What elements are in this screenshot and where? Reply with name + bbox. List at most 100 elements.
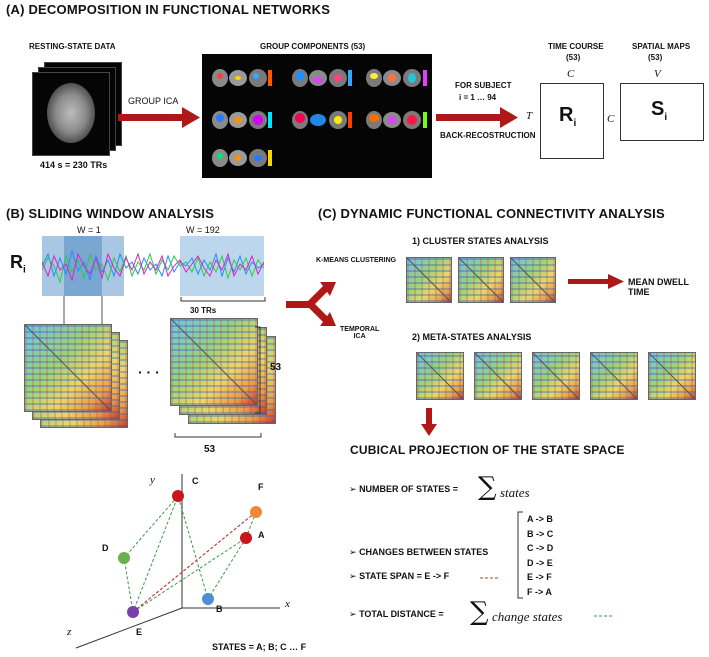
transitions-list: A -> B B -> C C -> D D -> E E -> F F -> … (527, 512, 553, 599)
number-of-states-label: NUMBER OF STATES = (359, 484, 458, 494)
state-point-c (172, 490, 184, 502)
resting-state-stack (32, 62, 122, 157)
r-matrix-box: Ri (540, 83, 604, 159)
total-distance-row: ➢ TOTAL DISTANCE = (349, 609, 444, 620)
arrow-back-reconstruction (436, 107, 518, 128)
correlation-matrix-last (170, 318, 258, 406)
v-dimension-top: V (654, 68, 661, 80)
number-of-states-row: ➢ NUMBER OF STATES = (349, 484, 458, 495)
cluster-state-matrix (458, 257, 504, 303)
group-ica-label: GROUP ICA (128, 96, 179, 106)
kmeans-label: K-MEANS CLUSTERING (316, 257, 397, 264)
x-axis-label: x (285, 598, 290, 610)
section-b-title: (B) SLIDING WINDOW ANALYSIS (6, 206, 215, 221)
sigma-icon: ∑ (478, 472, 497, 502)
arrow-group-ica (118, 107, 200, 128)
state-label-a: A (258, 530, 265, 540)
cluster-state-matrix (510, 257, 556, 303)
time-series-plot (42, 249, 264, 284)
dim-brace-right (255, 326, 261, 414)
trs-brace (180, 297, 266, 302)
group-components-label: GROUP COMPONENTS (53) (260, 42, 366, 51)
state-label-d: D (102, 543, 109, 553)
ellipsis: · · · (138, 364, 160, 380)
dim-right-label: 53 (270, 362, 282, 373)
meta-state-matrix (416, 352, 464, 400)
for-subject-label: FOR SUBJECT (455, 81, 512, 90)
time-course-count: (53) (566, 53, 581, 62)
meta-state-matrix (590, 352, 638, 400)
window-start-label: W = 1 (77, 225, 101, 235)
subject-range-label: i = 1 … 94 (459, 93, 497, 102)
changes-between-states-row: ➢ CHANGES BETWEEN STATES (349, 547, 488, 558)
back-reconstruction-label: BACK-RECOSTRUCTION (440, 131, 536, 140)
cubical-projection-title: CUBICAL PROJECTION OF THE STATE SPACE (350, 443, 625, 457)
arrow-dwell-time (568, 274, 624, 289)
time-course-label: TIME COURSE (548, 42, 604, 51)
c-dimension-top: C (567, 68, 575, 80)
bullet-arrow-icon: ➢ (349, 609, 357, 619)
red-dash-legend (480, 577, 498, 579)
sum-states-text: states (500, 485, 530, 500)
temporal-ica-label: TEMPORAL ICA (340, 326, 380, 340)
green-dash-legend (594, 615, 614, 617)
state-label-f: F (258, 482, 264, 492)
spatial-maps-label: SPATIAL MAPS (632, 42, 691, 51)
s-matrix-box: Si (620, 83, 704, 141)
cluster-states-matrices (406, 257, 556, 303)
z-axis-label: z (67, 626, 72, 638)
state-label-c: C (192, 476, 199, 486)
component-maps (212, 69, 427, 167)
total-distance-label: TOTAL DISTANCE = (359, 609, 444, 619)
split-arrow (286, 282, 336, 326)
ri-label: Ri (10, 252, 26, 276)
window-end-label: W = 192 (186, 225, 220, 235)
y-axis-label: y (150, 474, 155, 486)
r-matrix-subscript: i (573, 118, 577, 129)
state-label-b: B (216, 604, 223, 614)
dim-bottom-label: 53 (204, 444, 216, 455)
ri-letter: R (10, 252, 23, 272)
correlation-matrix (24, 324, 112, 412)
r-matrix-label: R (559, 104, 574, 126)
window-connector (63, 296, 103, 326)
meta-states-matrices (416, 352, 702, 400)
state-span-label: STATE SPAN = E -> F (359, 571, 450, 581)
meta-state-matrix (474, 352, 522, 400)
mean-dwell-time-label: MEAN DWELL TIME (628, 277, 689, 297)
state-point-a (240, 532, 252, 544)
meta-state-matrix (532, 352, 580, 400)
sigma-icon: ∑ (470, 597, 489, 627)
cluster-state-matrix (406, 257, 452, 303)
dim-brace-bottom (174, 433, 262, 438)
state-point-e (127, 606, 139, 618)
cluster-states-title: 1) CLUSTER STATES ANALYSIS (412, 236, 549, 246)
transition-item: D -> E (527, 557, 553, 568)
bullet-arrow-icon: ➢ (349, 484, 357, 494)
resting-state-caption: 414 s = 230 TRs (40, 160, 108, 170)
transition-item: A -> B (527, 514, 553, 524)
meta-states-title: 2) META-STATES ANALYSIS (412, 332, 532, 342)
bullet-arrow-icon: ➢ (349, 547, 357, 557)
transition-item: C -> D (527, 543, 554, 553)
changes-between-states-label: CHANGES BETWEEN STATES (359, 547, 489, 557)
transition-item: E -> F (527, 572, 552, 582)
arrow-down-cubical (421, 408, 437, 436)
c-dimension-side: C (607, 113, 615, 125)
state-point-f (250, 506, 262, 518)
state-span-row: ➢ STATE SPAN = E -> F (349, 571, 449, 582)
s-matrix-label: S (651, 98, 665, 120)
matrix-stack-right (170, 318, 280, 434)
s-matrix-subscript: i (664, 112, 668, 123)
spatial-maps-count: (53) (648, 53, 663, 62)
bullet-arrow-icon: ➢ (349, 571, 357, 581)
trs-label: 30 TRs (190, 306, 217, 315)
state-path (123, 494, 247, 614)
transition-item: F -> A (527, 586, 552, 597)
window-1-inner (64, 236, 102, 296)
ri-subscript: i (23, 264, 26, 276)
t-dimension-side: T (526, 110, 533, 122)
state-path (132, 537, 247, 613)
resting-state-label: RESTING-STATE DATA (29, 42, 116, 51)
group-components-panel (202, 54, 432, 178)
